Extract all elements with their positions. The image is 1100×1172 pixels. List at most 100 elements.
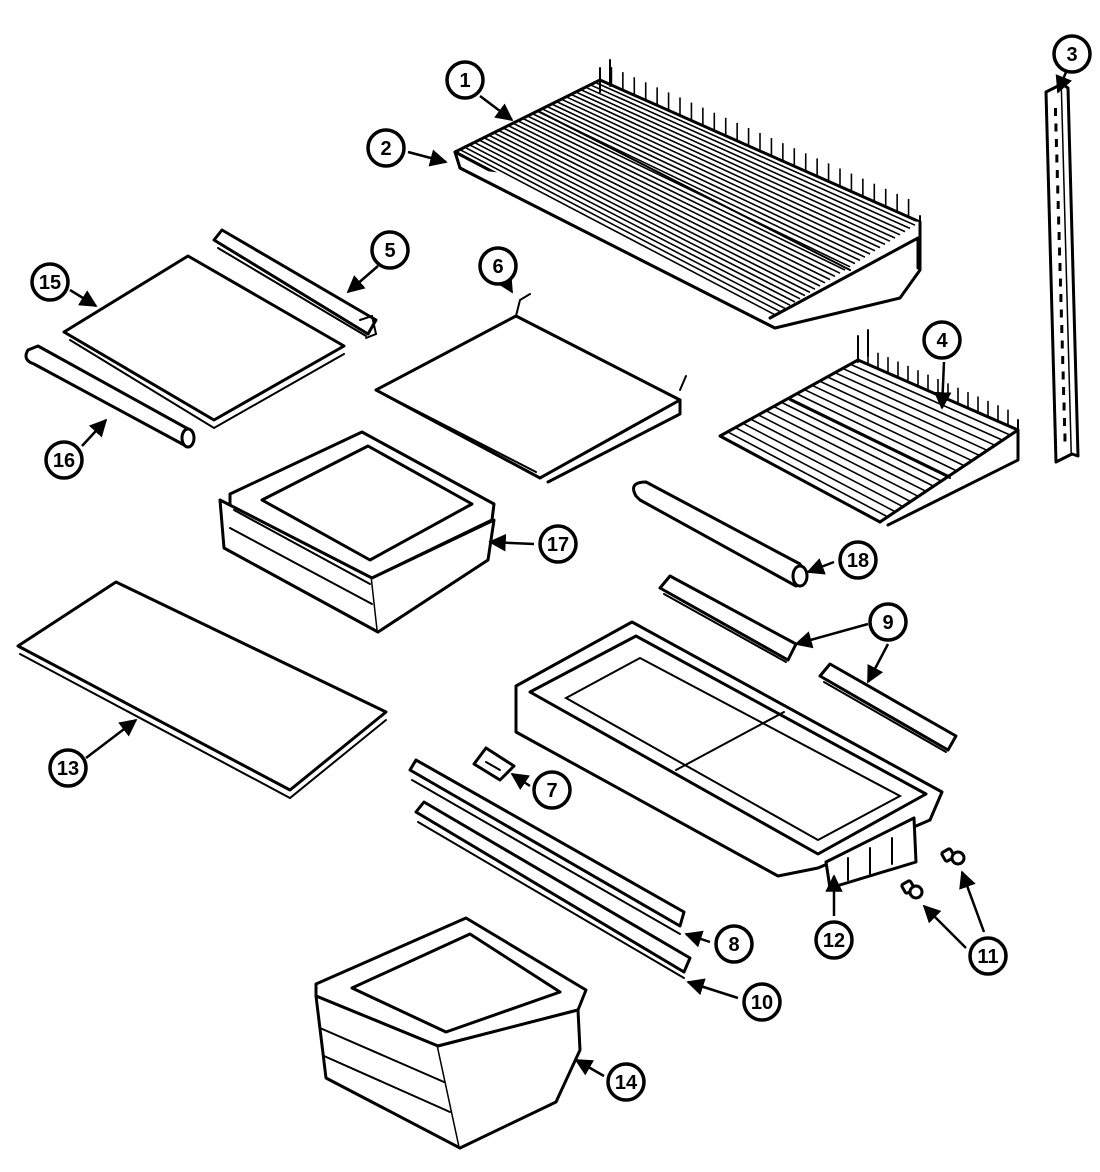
callout-2: 2 bbox=[366, 128, 406, 168]
callout-10: 10 bbox=[742, 982, 782, 1022]
callout-circle bbox=[606, 1062, 646, 1102]
callout-number: 12 bbox=[823, 930, 845, 952]
rail-slot bbox=[1058, 278, 1062, 287]
rail-slot bbox=[1058, 247, 1062, 256]
callout-leader-6 bbox=[496, 273, 514, 294]
callout-number: 13 bbox=[57, 758, 79, 780]
callout-4: 4 bbox=[922, 320, 962, 360]
callout-number: 10 bbox=[751, 992, 773, 1014]
shelf-wire bbox=[488, 134, 806, 297]
callout-13: 13 bbox=[48, 748, 88, 788]
shelf-wire bbox=[546, 105, 866, 258]
shelf-wire bbox=[819, 380, 981, 457]
callout-leader-13 bbox=[85, 718, 138, 759]
shelf-wire bbox=[773, 405, 935, 487]
callout-17: 17 bbox=[538, 524, 578, 564]
shelf-wire bbox=[469, 144, 786, 310]
part-crisper-drawer bbox=[314, 916, 588, 1150]
shelf-wire bbox=[580, 88, 901, 236]
callout-leader-7 bbox=[510, 772, 531, 791]
callout-number: 5 bbox=[384, 240, 395, 262]
rail-slot bbox=[1063, 433, 1067, 442]
callout-6: 6 bbox=[478, 246, 518, 286]
shelf-wire bbox=[493, 132, 811, 294]
rail-slot bbox=[1062, 402, 1066, 411]
callout-number: 9 bbox=[882, 612, 893, 634]
rail-slot bbox=[1057, 232, 1061, 240]
callout-circle bbox=[742, 982, 782, 1022]
callout-leader-9 bbox=[794, 622, 869, 649]
callout-leader-3 bbox=[1055, 71, 1072, 94]
rail-slot bbox=[1054, 139, 1058, 147]
rail-slot bbox=[1058, 263, 1062, 271]
part-drawer-slide-rail-lower bbox=[414, 800, 692, 979]
callout-leader-11 bbox=[922, 904, 967, 949]
callout-number: 1 bbox=[459, 70, 470, 92]
part-shelf-ladder-rail bbox=[1044, 82, 1080, 464]
rail-slot bbox=[1054, 108, 1057, 116]
callout-number: 16 bbox=[53, 450, 75, 472]
shelf-wire bbox=[512, 122, 831, 281]
shelf-wire bbox=[575, 91, 896, 239]
callout-number: 3 bbox=[1066, 44, 1077, 66]
callout-circle bbox=[48, 748, 88, 788]
part-large-wire-shelf bbox=[453, 59, 922, 330]
callout-number: 17 bbox=[547, 534, 569, 556]
shelf-wire bbox=[502, 127, 821, 287]
callout-circle bbox=[968, 936, 1008, 976]
callout-circle bbox=[366, 128, 406, 168]
rail-slot bbox=[1063, 418, 1066, 426]
shelf-wire bbox=[803, 388, 965, 467]
callout-circle bbox=[714, 924, 754, 964]
shelf-wire bbox=[594, 81, 916, 226]
callout-circle bbox=[44, 440, 84, 480]
callout-11: 11 bbox=[968, 936, 1008, 976]
shelf-wire bbox=[842, 367, 1003, 441]
rail-slot bbox=[1062, 387, 1066, 395]
shelf-wire bbox=[590, 84, 911, 230]
shelf-wire bbox=[531, 112, 851, 268]
callout-circle bbox=[838, 540, 878, 580]
shelf-wire bbox=[570, 93, 891, 242]
shelf-wire bbox=[483, 136, 801, 300]
callout-7: 7 bbox=[532, 770, 572, 810]
part-screws bbox=[900, 847, 966, 900]
shelf-wire bbox=[459, 148, 776, 316]
shelf-wire bbox=[551, 103, 871, 255]
callout-circle bbox=[30, 262, 70, 302]
callout-16: 16 bbox=[44, 440, 84, 480]
shelf-wire bbox=[478, 139, 796, 303]
callout-circle bbox=[445, 60, 485, 100]
part-front-shelf-trim bbox=[24, 344, 196, 449]
callout-circle bbox=[532, 770, 572, 810]
callout-leader-18 bbox=[806, 558, 835, 575]
shelf-wire bbox=[541, 108, 861, 262]
callout-circle bbox=[370, 230, 410, 270]
shelf-wire bbox=[522, 117, 841, 274]
shelf-wire bbox=[473, 141, 791, 306]
shelf-wire bbox=[750, 418, 912, 503]
rail-slot bbox=[1061, 356, 1065, 364]
shelf-wire bbox=[556, 100, 876, 252]
callout-leader-9 bbox=[866, 643, 890, 684]
shelf-wire bbox=[742, 422, 904, 508]
callout-leader-4 bbox=[933, 361, 952, 410]
callout-5: 5 bbox=[370, 230, 410, 270]
shelf-wire bbox=[560, 98, 881, 249]
callout-number: 4 bbox=[936, 330, 948, 352]
callout-number: 8 bbox=[728, 934, 739, 956]
part-crisper-cover-frame bbox=[514, 620, 944, 890]
callout-circle bbox=[1052, 34, 1092, 74]
part-clip bbox=[472, 746, 516, 782]
shelf-wire bbox=[585, 86, 906, 233]
shelf-wire bbox=[464, 146, 781, 313]
part-deli-drawer bbox=[218, 430, 496, 634]
callout-leader-15 bbox=[69, 288, 98, 308]
callout-12: 12 bbox=[814, 920, 854, 960]
rail-slot bbox=[1056, 185, 1060, 194]
callout-circle bbox=[814, 920, 854, 960]
callout-leader-17 bbox=[488, 533, 535, 552]
rail-slot bbox=[1055, 154, 1059, 163]
callout-number: 6 bbox=[492, 256, 503, 278]
rail-slot bbox=[1057, 216, 1061, 225]
